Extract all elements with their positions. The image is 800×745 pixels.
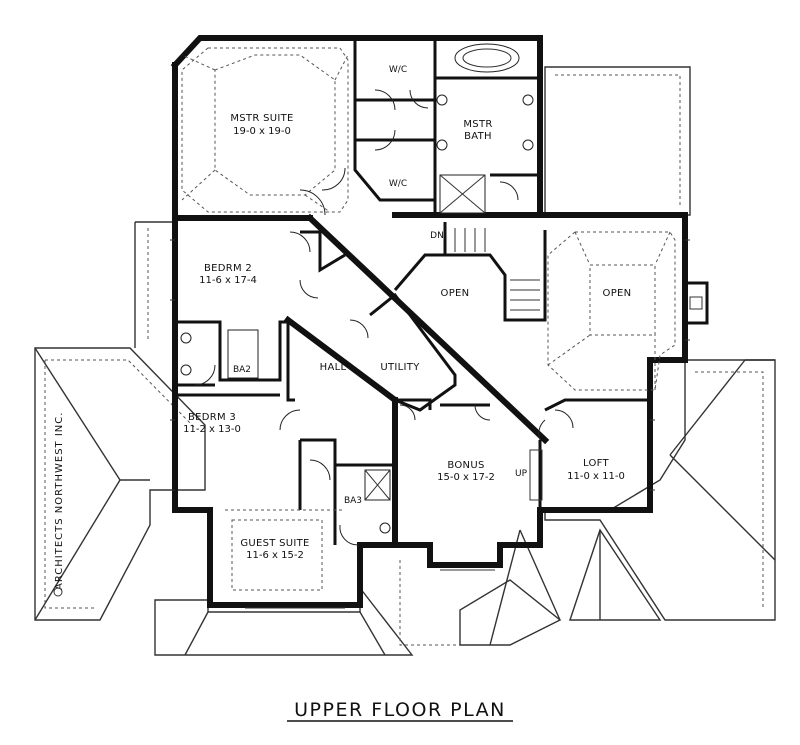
bedroom-3-dims: 11-2 x 13-0 [183,424,241,435]
hall-label: HALL [320,362,347,373]
open-left-label: OPEN [441,288,470,299]
master-bath-label-2: BATH [464,131,492,142]
loft-label: LOFT [583,458,610,469]
stair-up-label: UP [515,469,528,479]
ba3-label: BA3 [344,496,362,506]
master-bath-label: MSTR [463,119,492,130]
wic-upper-label: W/C [389,65,407,75]
bonus-dims: 15-0 x 17-2 [437,472,495,483]
copyright-text: ARCHITECTS NORTHWEST INC. [54,412,65,590]
utility-label: UTILITY [380,362,420,373]
master-suite-dims: 19-0 x 19-0 [233,126,291,137]
guest-suite-dims: 11-6 x 15-2 [246,550,304,561]
door-swings [194,89,574,546]
loft-dims: 11-0 x 11-0 [567,471,625,482]
plan-title: UPPER FLOOR PLAN [294,699,506,721]
bonus-label: BONUS [447,460,484,471]
stair-down-label: DN [430,231,444,241]
ba2-label: BA2 [233,365,251,375]
wic-lower-label: W/C [389,179,407,189]
bedroom-2-label: BEDRM 2 [204,263,252,274]
room-labels: MSTR SUITE 19-0 x 19-0 W/C W/C MSTR BATH… [183,65,631,561]
exterior-walls [170,35,688,608]
master-suite-label: MSTR SUITE [230,113,293,124]
open-right-label: OPEN [603,288,632,299]
copyright-icon [53,587,63,597]
interior-walls [170,40,709,609]
bedroom-2-dims: 11-6 x 17-4 [199,275,257,286]
bedroom-3-label: BEDRM 3 [188,412,236,423]
roof-lines [34,66,776,656]
guest-suite-label: GUEST SUITE [240,538,309,549]
